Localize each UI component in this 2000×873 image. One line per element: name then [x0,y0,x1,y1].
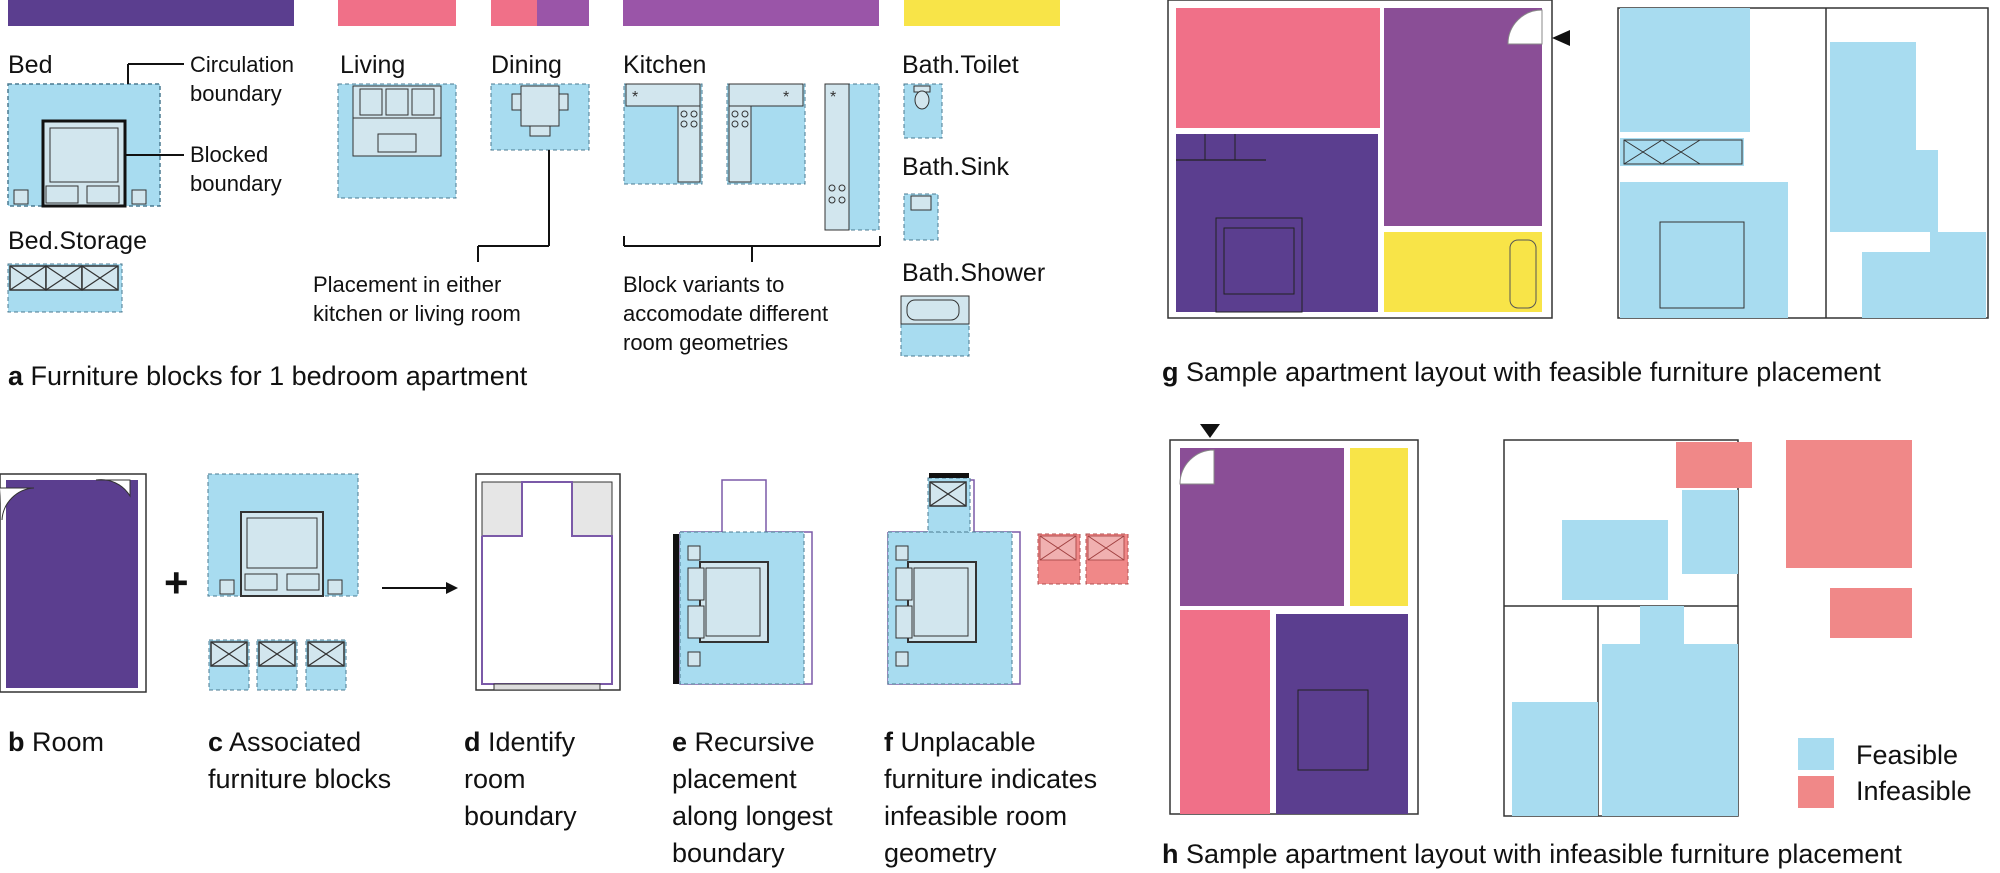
caption-c-text: Associated furniture blocks [208,727,392,794]
svg-text:*: * [783,89,789,106]
bath-blocks [900,83,970,357]
caption-h-text: Sample apartment layout with infeasible … [1186,839,1902,869]
caption-f-text: Unplacable furniture indicates infeasibl… [884,727,1098,868]
caption-f: f Unplacable furniture indicates infeasi… [884,724,1097,872]
color-bars [8,0,1060,26]
label-blocked-boundary: Blocked boundary [190,142,282,196]
label-bed: Bed [8,51,53,79]
bed-storage-block [7,263,123,313]
label-dining: Dining [491,51,562,79]
caption-b-text: Room [32,727,105,757]
caption-a: a Furniture blocks for 1 bedroom apartme… [8,358,527,395]
caption-d: d Identify room boundary [464,724,577,835]
infeasible-placement-plan [1503,439,1912,817]
infeasible-apartment-plan [1169,424,1419,815]
bed-block [7,63,184,208]
bath-color-bar [904,0,1060,26]
room-plan [0,473,147,693]
dining-note: Placement in either kitchen or living ro… [313,272,521,326]
caption-g-letter: g [1162,357,1179,387]
unplacable-plan [887,473,1129,685]
label-bath-toilet: Bath.Toilet [902,51,1019,79]
associated-blocks [207,473,359,691]
dining-color-bar-kitchen [537,0,589,26]
dining-block [477,83,590,262]
caption-h: h Sample apartment layout with infeasibl… [1162,836,1902,873]
legend-feasible-swatch [1798,738,1834,770]
caption-g-text: Sample apartment layout with feasible fu… [1186,357,1881,387]
bath-room-area-h [1350,448,1408,606]
legend-feasible-label: Feasible [1856,740,1959,770]
dining-color-bar-living [491,0,537,26]
recursive-placement-plan [673,479,813,685]
process-arrow [382,582,458,594]
plus-sign: + [164,559,189,606]
living-room-area [1176,8,1380,128]
caption-c-letter: c [208,727,224,757]
caption-g: g Sample apartment layout with feasible … [1162,354,1881,391]
kitchen-blocks: * * * [623,83,881,262]
label-living: Living [340,51,406,79]
feasible-apartment-plan [1167,0,1570,319]
label-bed-storage: Bed.Storage [8,227,147,255]
living-block [337,83,457,199]
label-kitchen: Kitchen [623,51,707,79]
bedroom-area-h [1276,614,1408,814]
caption-b-letter: b [8,727,25,757]
svg-text:*: * [632,89,638,106]
legend-infeasible-label: Infeasible [1856,776,1972,806]
bedroom-area [1176,134,1378,312]
legend-infeasible-swatch [1798,776,1834,808]
feasible-placement-plan [1617,7,1989,319]
kitchen-color-bar [623,0,879,26]
caption-a-letter: a [8,361,24,391]
kitchen-note: Block variants to accomodate different r… [623,272,829,355]
caption-e-text: Recursive placement along longest bounda… [672,727,833,868]
label-bath-shower: Bath.Shower [902,259,1046,287]
caption-d-letter: d [464,727,481,757]
caption-e: e Recursive placement along longest boun… [672,724,833,872]
caption-h-letter: h [1162,839,1179,869]
caption-c: c Associated furniture blocks [208,724,391,798]
caption-b: b Room [8,724,104,761]
room-boundary-plan [475,473,621,691]
living-room-area-h [1180,610,1270,814]
caption-e-letter: e [672,727,688,757]
living-color-bar [338,0,456,26]
caption-f-letter: f [884,727,893,757]
label-circulation-boundary: Circulation boundary [190,52,294,106]
bath-room-area [1384,232,1542,312]
caption-d-text: Identify room boundary [464,727,577,831]
label-bath-sink: Bath.Sink [902,153,1010,181]
bed-color-bar [8,0,294,26]
caption-a-text: Furniture blocks for 1 bedroom apartment [30,361,528,391]
svg-text:*: * [830,89,836,106]
